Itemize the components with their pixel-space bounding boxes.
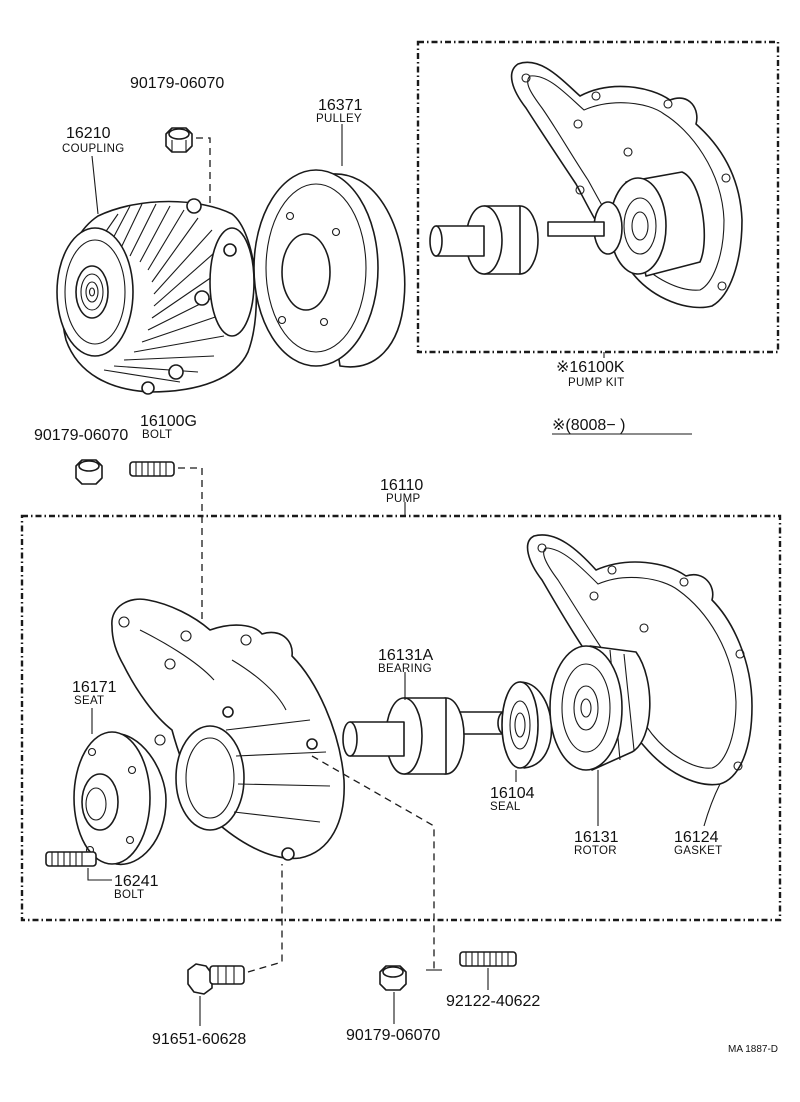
pump-kit-number: ※16100K <box>556 359 625 376</box>
bolt-bottom-number: 91651-60628 <box>152 1031 246 1048</box>
pulley-number: 16371 <box>318 97 363 114</box>
nut-bottom-number: 90179-06070 <box>346 1027 440 1044</box>
seat-drawing <box>73 731 167 866</box>
rotor-drawing <box>549 645 651 771</box>
drawing-code: MA 1887-D <box>728 1044 778 1055</box>
date-note: ※(8008− ) <box>552 417 625 434</box>
pump-name: PUMP <box>386 493 420 505</box>
gasket-number: 16124 <box>674 829 719 846</box>
bearing-number: 16131A <box>378 647 433 664</box>
nut-left-number: 90179-06070 <box>34 427 128 444</box>
stud-bolt-number: 16241 <box>114 873 159 890</box>
pump-number: 16110 <box>380 477 423 494</box>
nut-top-number: 90179-06070 <box>130 75 224 92</box>
seal-number: 16104 <box>490 785 535 802</box>
bolt-bottom-drawing <box>187 963 245 995</box>
pump-kit-group-box <box>416 40 780 354</box>
nut-left-drawing <box>75 459 103 485</box>
bearing-drawing <box>342 697 511 775</box>
pump-kit-drawing <box>429 61 743 309</box>
fan-bolt-number: 16100G <box>140 413 197 430</box>
stud-bottom-number: 92122-40622 <box>446 993 540 1010</box>
pump-kit-name: PUMP KIT <box>568 377 625 389</box>
stud-bolt-leader <box>87 868 112 881</box>
pump-body-drawing <box>111 598 345 861</box>
bearing-name: BEARING <box>378 663 432 675</box>
seat-name: SEAT <box>74 695 104 707</box>
bolt-bottom-leader <box>247 864 283 973</box>
nut-top-drawing <box>165 127 193 153</box>
fan-bolt-drawing <box>129 461 175 477</box>
gasket-name: GASKET <box>674 845 722 857</box>
seal-name: SEAL <box>490 801 521 813</box>
pump-group-box <box>20 514 782 922</box>
nut-top-leader <box>196 137 211 210</box>
nut-bottom-drawing <box>379 965 407 991</box>
seat-number: 16171 <box>72 679 117 696</box>
stud-bottom-drawing <box>459 951 517 967</box>
rotor-number: 16131 <box>574 829 619 846</box>
coupling-leader <box>91 155 99 215</box>
pulley-name: PULLEY <box>316 113 362 125</box>
seal-drawing <box>501 681 553 769</box>
rotor-name: ROTOR <box>574 845 617 857</box>
pulley-drawing <box>253 169 406 368</box>
coupling-drawing <box>56 198 258 395</box>
coupling-number: 16210 <box>66 125 111 142</box>
stud-bolt-name: BOLT <box>114 889 144 901</box>
fan-bolt-name: BOLT <box>142 429 172 441</box>
stud-bolt-drawing <box>45 851 97 867</box>
coupling-name: COUPLING <box>62 143 124 155</box>
gasket-leader <box>703 783 721 827</box>
